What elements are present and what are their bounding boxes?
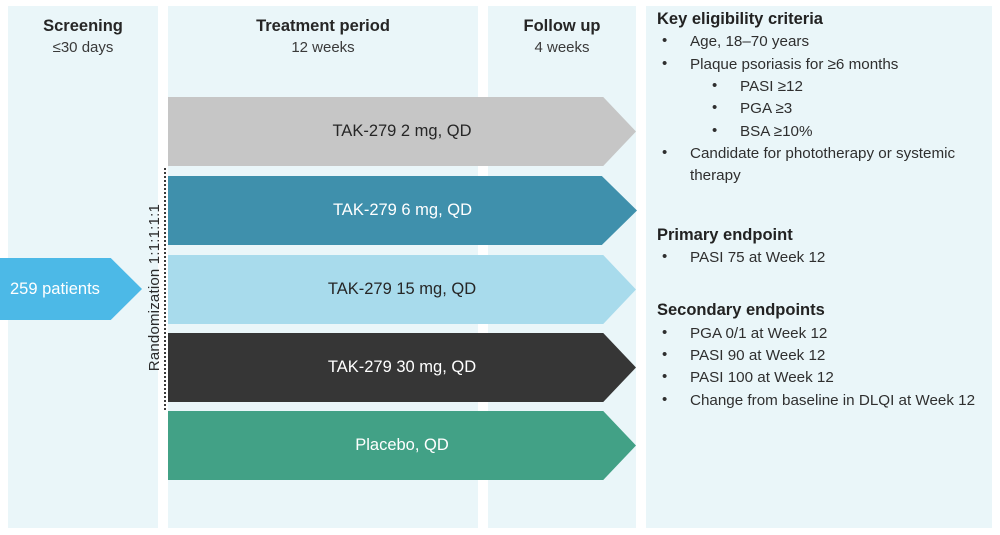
eligibility-sublist: • PASI ≥12 • PGA ≥3 • BSA ≥10% (657, 76, 987, 143)
screening-title: Screening (43, 17, 123, 35)
list-item-text: PASI 75 at Week 12 (690, 248, 826, 266)
bullet-icon: • (662, 368, 668, 386)
list-item-text: Plaque psoriasis for ≥6 months (690, 55, 899, 73)
section-spacer (657, 188, 987, 224)
list-item-text: Candidate for phototherapy or systemic t… (690, 144, 956, 185)
bullet-icon: • (662, 323, 668, 341)
list-item: • Candidate for phototherapy or systemic… (657, 143, 987, 188)
secondary-endpoints-list: • PGA 0/1 at Week 12 • PASI 90 at Week 1… (657, 323, 987, 412)
list-item: • PASI 100 at Week 12 (657, 367, 987, 389)
section-spacer (657, 269, 987, 299)
bullet-icon: • (712, 99, 718, 117)
list-item: • Change from baseline in DLQI at Week 1… (657, 390, 987, 412)
info-content: Key eligibility criteria • Age, 18–70 ye… (657, 8, 987, 412)
treatment-column-header: Treatment period 12 weeks (168, 16, 478, 57)
bullet-icon: • (662, 345, 668, 363)
list-item: • PASI 90 at Week 12 (657, 345, 987, 367)
list-item: • PASI 75 at Week 12 (657, 247, 987, 269)
randomization-divider-line (164, 168, 166, 410)
list-item-text: PASI 90 at Week 12 (690, 346, 826, 364)
treatment-arm-tak279-15mg: TAK-279 15 mg, QD (168, 255, 636, 324)
eligibility-heading: Key eligibility criteria (657, 10, 823, 28)
randomization-label: Randomization 1:1:1:1:1 (143, 172, 165, 404)
treatment-arm-label: TAK-279 15 mg, QD (327, 280, 477, 298)
screening-column-header: Screening ≤30 days (8, 16, 158, 57)
enrollment-label: 259 patients (10, 279, 100, 298)
list-item-text: PASI 100 at Week 12 (690, 369, 834, 387)
bullet-icon: • (712, 76, 718, 94)
list-item: • Plaque psoriasis for ≥6 months (657, 54, 987, 76)
eligibility-list-after: • Candidate for phototherapy or systemic… (657, 143, 987, 188)
screening-subtitle: ≤30 days (52, 38, 114, 56)
list-item-text: BSA ≥10% (740, 122, 813, 140)
bullet-icon: • (662, 32, 668, 50)
list-item: • BSA ≥10% (657, 121, 987, 143)
list-item-text: PGA ≥3 (740, 100, 793, 118)
list-item: • PGA ≥3 (657, 98, 987, 120)
enrollment-arrow: 259 patients (0, 258, 142, 320)
bullet-icon: • (662, 247, 668, 265)
treatment-arm-placebo: Placebo, QD (168, 411, 636, 480)
bullet-icon: • (662, 390, 668, 408)
treatment-arm-label: TAK-279 6 mg, QD (332, 201, 473, 219)
treatment-arm-label: Placebo, QD (355, 436, 449, 454)
treatment-arm-tak279-30mg: TAK-279 30 mg, QD (168, 333, 636, 402)
list-item-text: PASI ≥12 (740, 77, 803, 95)
treatment-title: Treatment period (256, 17, 390, 35)
list-item-text: Change from baseline in DLQI at Week 12 (690, 391, 976, 409)
bullet-icon: • (712, 121, 718, 139)
randomization-text: Randomization 1:1:1:1:1 (145, 204, 163, 372)
bullet-icon: • (662, 54, 668, 72)
primary-endpoint-list: • PASI 75 at Week 12 (657, 247, 987, 269)
followup-title: Follow up (523, 17, 601, 35)
list-item: • PASI ≥12 (657, 76, 987, 98)
treatment-arm-tak279-6mg: TAK-279 6 mg, QD (168, 176, 637, 245)
treatment-arm-label: TAK-279 2 mg, QD (332, 122, 472, 140)
treatment-arm-tak279-2mg: TAK-279 2 mg, QD (168, 97, 636, 166)
treatment-subtitle: 12 weeks (291, 38, 355, 56)
primary-endpoint-heading: Primary endpoint (657, 225, 793, 244)
treatment-arm-label: TAK-279 30 mg, QD (327, 358, 477, 376)
followup-subtitle: 4 weeks (534, 38, 590, 56)
info-column-panel (646, 6, 992, 528)
eligibility-list: • Age, 18–70 years • Plaque psoriasis fo… (657, 31, 987, 76)
followup-column-header: Follow up 4 weeks (488, 16, 636, 57)
list-item-text: Age, 18–70 years (690, 33, 810, 51)
bullet-icon: • (662, 143, 668, 161)
list-item: • Age, 18–70 years (657, 31, 987, 53)
list-item: • PGA 0/1 at Week 12 (657, 323, 987, 345)
secondary-endpoints-heading: Secondary endpoints (657, 301, 825, 320)
list-item-text: PGA 0/1 at Week 12 (690, 324, 828, 342)
